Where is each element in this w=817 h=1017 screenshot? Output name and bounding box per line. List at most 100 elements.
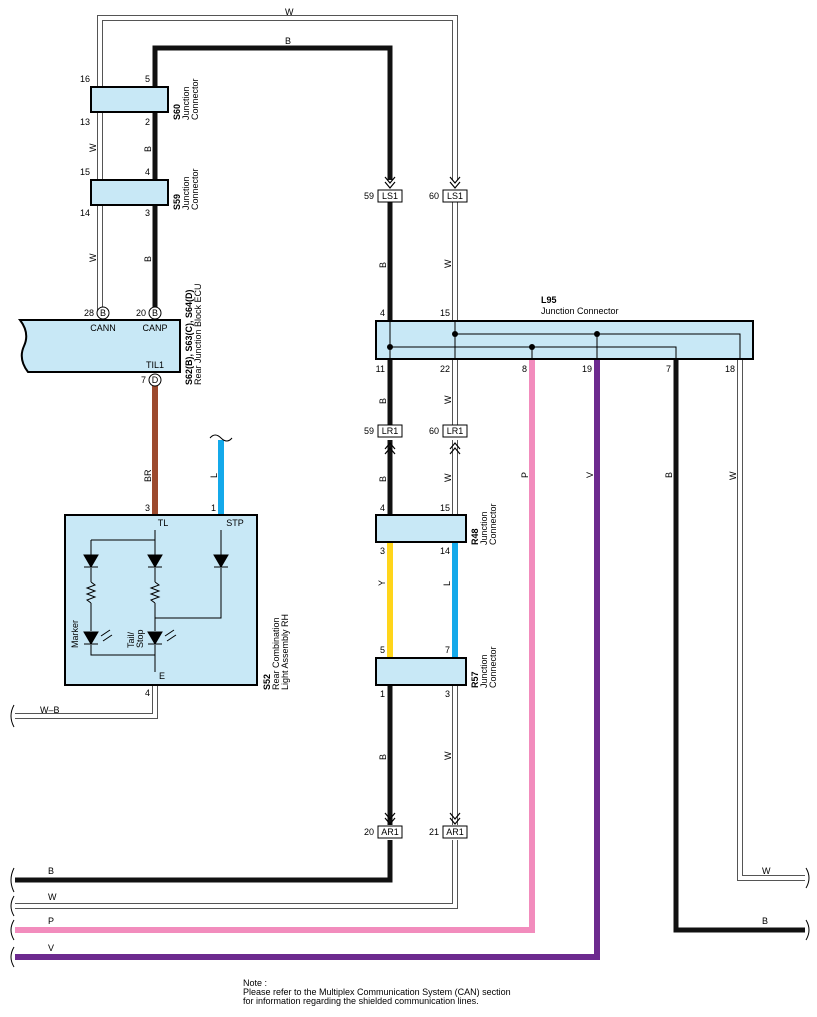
ecu-box [17,319,181,373]
led-light-icon [100,629,177,642]
s52-pin-3: 3 [145,503,150,513]
label-v-bottom: V [48,943,54,953]
s52-lamp-assembly [64,514,258,686]
ecu-tag-b-letter-1: B [100,308,106,318]
ls1-tag-60 [442,189,468,203]
label-b-2: B [143,256,153,262]
wire-w-right [737,360,805,881]
ar1-tag-21 [442,825,468,839]
label-w-7: W [443,751,453,760]
s60-pin-13: 13 [80,117,90,127]
r57-pin-3: 3 [445,689,450,699]
ecu-tag-b-28 [96,306,110,320]
r57-name1: Junction [479,654,489,688]
r48-name1: Junction [479,511,489,545]
ecu-pin-20: 20 [136,308,146,318]
l95-pin-4: 4 [380,308,385,318]
note-title: Note : [243,978,267,988]
r57-pin-5: 5 [380,645,385,655]
ar1-arrows [384,812,461,825]
s52-pin-4: 4 [145,688,150,698]
ls1-arrows [384,176,461,189]
l95-pin-22: 22 [440,364,450,374]
s59-pin-15: 15 [80,167,90,177]
ls1-tag-label-2: LS1 [447,191,463,201]
ecu-pin-28: 28 [84,308,94,318]
wire-break-l [209,434,233,442]
l95-id: L95 [541,295,557,305]
ls1-tag-label-1: LS1 [382,191,398,201]
s60-name2: Connector [190,78,200,120]
label-l-2: L [442,581,452,586]
label-w-3: W [443,259,453,268]
ls1-tag-59 [377,189,403,203]
s60-pin-2: 2 [145,117,150,127]
r48-pin-4: 4 [380,503,385,513]
r57-name2: Connector [488,646,498,688]
label-b-top: B [285,36,291,46]
ecu-canp: CANP [142,323,167,333]
s59-connector [90,179,169,206]
lr1-arrows [384,442,461,455]
ar1-pin-21: 21 [429,827,439,837]
s52-marker-label: Marker [70,620,80,648]
s52-stp: STP [226,518,244,528]
lr1-tag-59 [377,424,403,438]
s52-name1: Rear Combination [271,617,281,690]
s52-tl: TL [158,518,169,528]
label-w-bottom: W [48,892,57,902]
l95-internal-bus [389,321,741,359]
ecu-pin-7: 7 [141,375,146,385]
lr1-pin-60: 60 [429,426,439,436]
ecu-tag-d-letter: D [152,375,159,385]
wire-p [15,360,535,933]
note-line-1: Please refer to the Multiplex Communicat… [243,987,511,997]
s60-pin-16: 16 [80,74,90,84]
l95-pin-15: 15 [440,308,450,318]
s52-stop-label: Stop [135,629,145,648]
s59-pin-14: 14 [80,208,90,218]
r48-pin-14: 14 [440,546,450,556]
s52-id: S52 [262,674,272,690]
s59-pin-4: 4 [145,167,150,177]
label-w-1: W [88,143,98,152]
label-b-4: B [378,398,388,404]
label-b-right: B [762,916,768,926]
l95-pin-7: 7 [666,364,671,374]
r57-id: R57 [470,671,480,688]
wire-b-bottom [15,840,393,883]
s60-connector [90,86,169,113]
ar1-tag-label-1: AR1 [381,827,399,837]
ecu-cann: CANN [90,323,116,333]
s60-name1: Junction [181,86,191,120]
s59-name1: Junction [181,176,191,210]
lr1-tag-60 [442,424,468,438]
r48-id: R48 [470,528,480,545]
label-b-bottom: B [48,866,54,876]
s59-name2: Connector [190,168,200,210]
ar1-tag-20 [377,825,403,839]
label-b-3: B [378,262,388,268]
label-w-6: W [728,471,738,480]
lr1-pin-59: 59 [364,426,374,436]
s59-id: S59 [172,194,182,210]
l95-name: Junction Connector [541,306,619,316]
lr1-tag-label-1: LR1 [382,426,399,436]
s52-tail-label: Tail/ [126,631,136,648]
wire-b-right [673,360,805,933]
ar1-pin-20: 20 [364,827,374,837]
lr1-tag-label-2: LR1 [447,426,464,436]
label-wb: W–B [40,705,60,715]
l95-junction-dots [387,331,600,350]
wire-w-top [97,15,458,180]
s60-pin-5: 5 [145,74,150,84]
wire-v [15,360,600,960]
label-b-1: B [143,146,153,152]
s52-e: E [159,671,165,681]
ecu-tag-b-letter-2: B [152,308,158,318]
r48-pin-3: 3 [380,546,385,556]
ar1-tag-label-2: AR1 [446,827,464,837]
l95-connector [375,320,754,360]
s59-pin-3: 3 [145,208,150,218]
